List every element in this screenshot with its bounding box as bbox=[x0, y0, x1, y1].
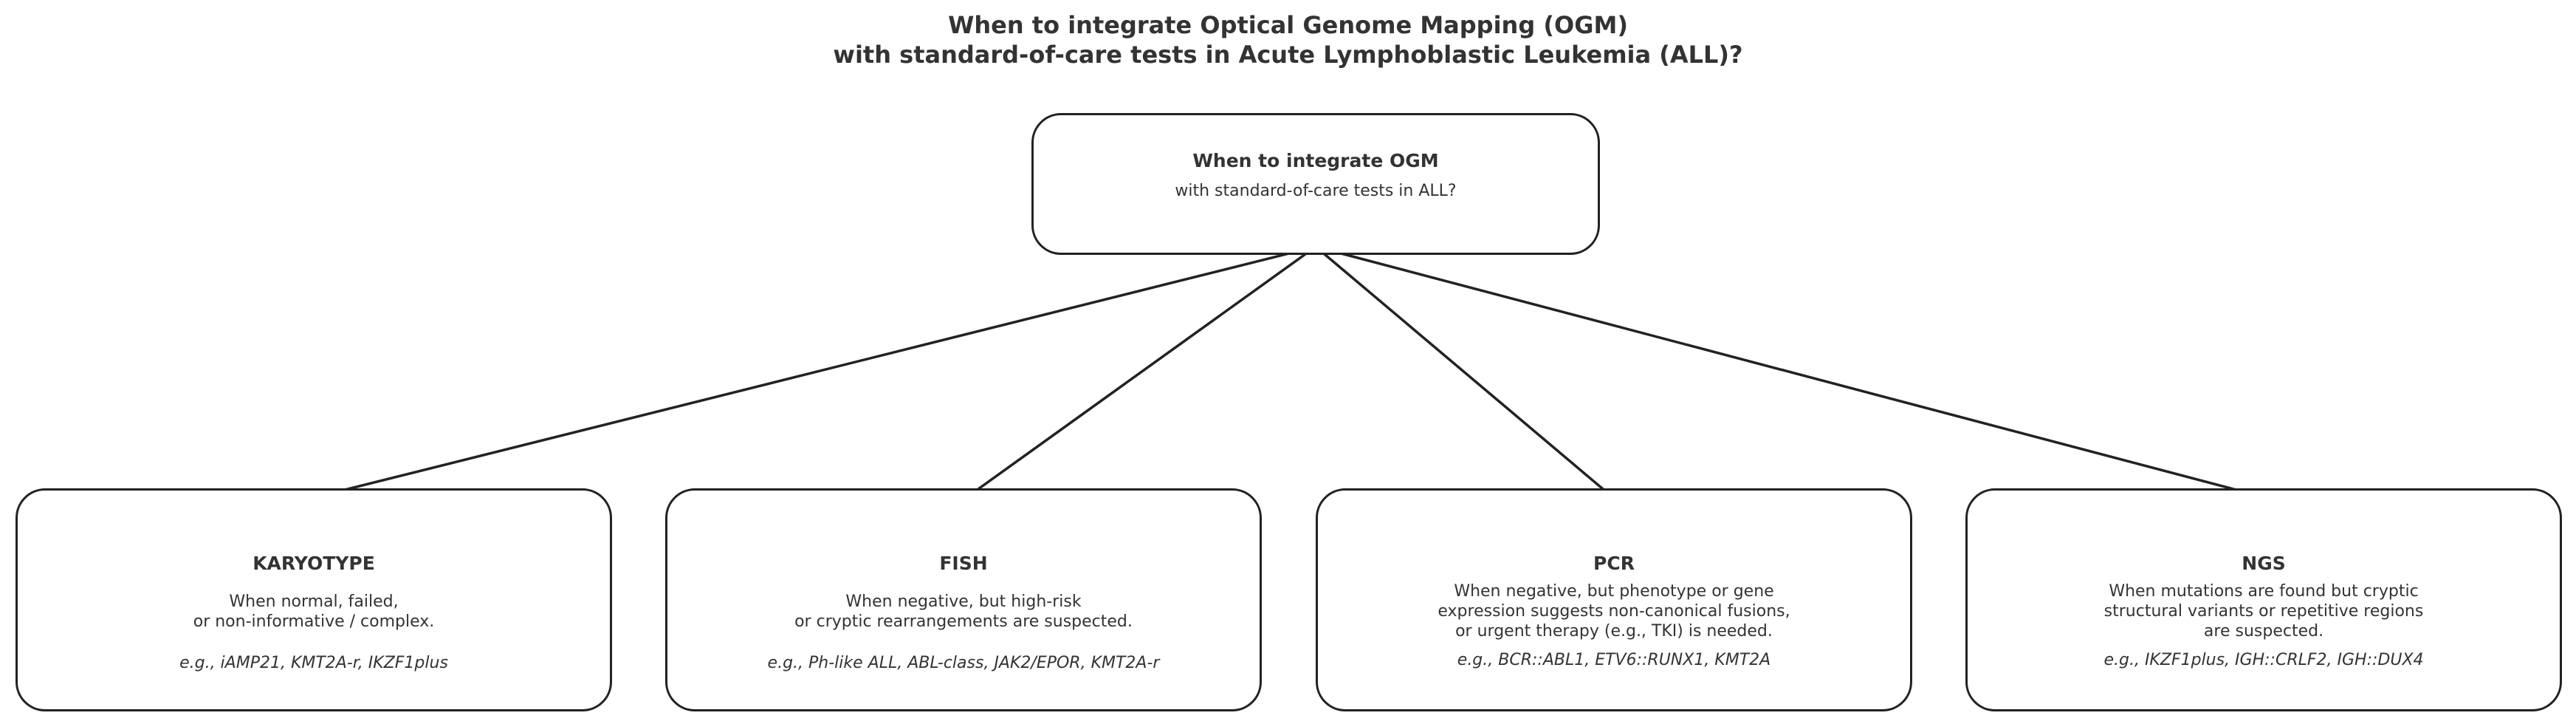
fish-title: FISH bbox=[939, 553, 988, 574]
ngs-node: NGS When mutations are found but cryptic… bbox=[1965, 488, 2562, 711]
root-node: When to integrate OGM with standard-of-c… bbox=[1031, 113, 1600, 255]
karyotype-description-line: When normal, failed, bbox=[229, 592, 399, 611]
karyotype-example: e.g., iAMP21, KMT2A-r, IKZF1plus bbox=[179, 654, 448, 672]
arrow-to-pcr bbox=[1314, 245, 1613, 498]
root-node-title: When to integrate OGM bbox=[1192, 150, 1439, 171]
arrow-to-karyotype bbox=[317, 245, 1316, 499]
ngs-description-line: When mutations are found but cryptic bbox=[2109, 582, 2419, 601]
pcr-description: When negative, but phenotype or gene exp… bbox=[1318, 581, 1910, 641]
fish-node: FISH When negative, but high-risk or cry… bbox=[665, 488, 1262, 711]
pcr-description-line: When negative, but phenotype or gene bbox=[1454, 582, 1774, 601]
diagram-title: When to integrate Optical Genome Mapping… bbox=[0, 10, 2576, 69]
diagram-title-line-1: When to integrate Optical Genome Mapping… bbox=[948, 11, 1628, 39]
fish-description-line: or cryptic rearrangements are suspected. bbox=[794, 612, 1133, 631]
ngs-description-line: structural variants or repetitive region… bbox=[2103, 602, 2424, 621]
ngs-description: When mutations are found but cryptic str… bbox=[1968, 581, 2560, 641]
diagram-title-line-2: with standard-of-care tests in Acute Lym… bbox=[833, 41, 1743, 69]
ngs-description-line: are suspected. bbox=[2203, 622, 2324, 641]
ngs-example: e.g., IKZF1plus, IGH::CRLF2, IGH::DUX4 bbox=[2103, 651, 2424, 669]
pcr-title: PCR bbox=[1593, 553, 1635, 574]
karyotype-node: KARYOTYPE When normal, failed, or non-in… bbox=[16, 488, 612, 711]
ngs-title: NGS bbox=[2242, 553, 2286, 574]
fish-description-line: When negative, but high-risk bbox=[845, 592, 1082, 611]
karyotype-title: KARYOTYPE bbox=[253, 553, 375, 574]
pcr-description-line: expression suggests non-canonical fusion… bbox=[1438, 602, 1790, 621]
pcr-description-line: or urgent therapy (e.g., TKI) is needed. bbox=[1455, 622, 1773, 641]
root-node-subtitle: with standard-of-care tests in ALL? bbox=[1175, 182, 1457, 200]
arrow-to-fish bbox=[966, 245, 1317, 498]
pcr-node: PCR When negative, but phenotype or gene… bbox=[1316, 488, 1912, 711]
arrow-to-ngs bbox=[1315, 245, 2262, 499]
pcr-example: e.g., BCR::ABL1, ETV6::RUNX1, KMT2A bbox=[1457, 651, 1771, 669]
karyotype-description: When normal, failed, or non-informative … bbox=[18, 592, 610, 632]
karyotype-description-line: or non-informative / complex. bbox=[193, 612, 435, 631]
fish-example: e.g., Ph-like ALL, ABL-class, JAK2/EPOR,… bbox=[767, 654, 1160, 672]
fish-description: When negative, but high-risk or cryptic … bbox=[667, 592, 1260, 632]
